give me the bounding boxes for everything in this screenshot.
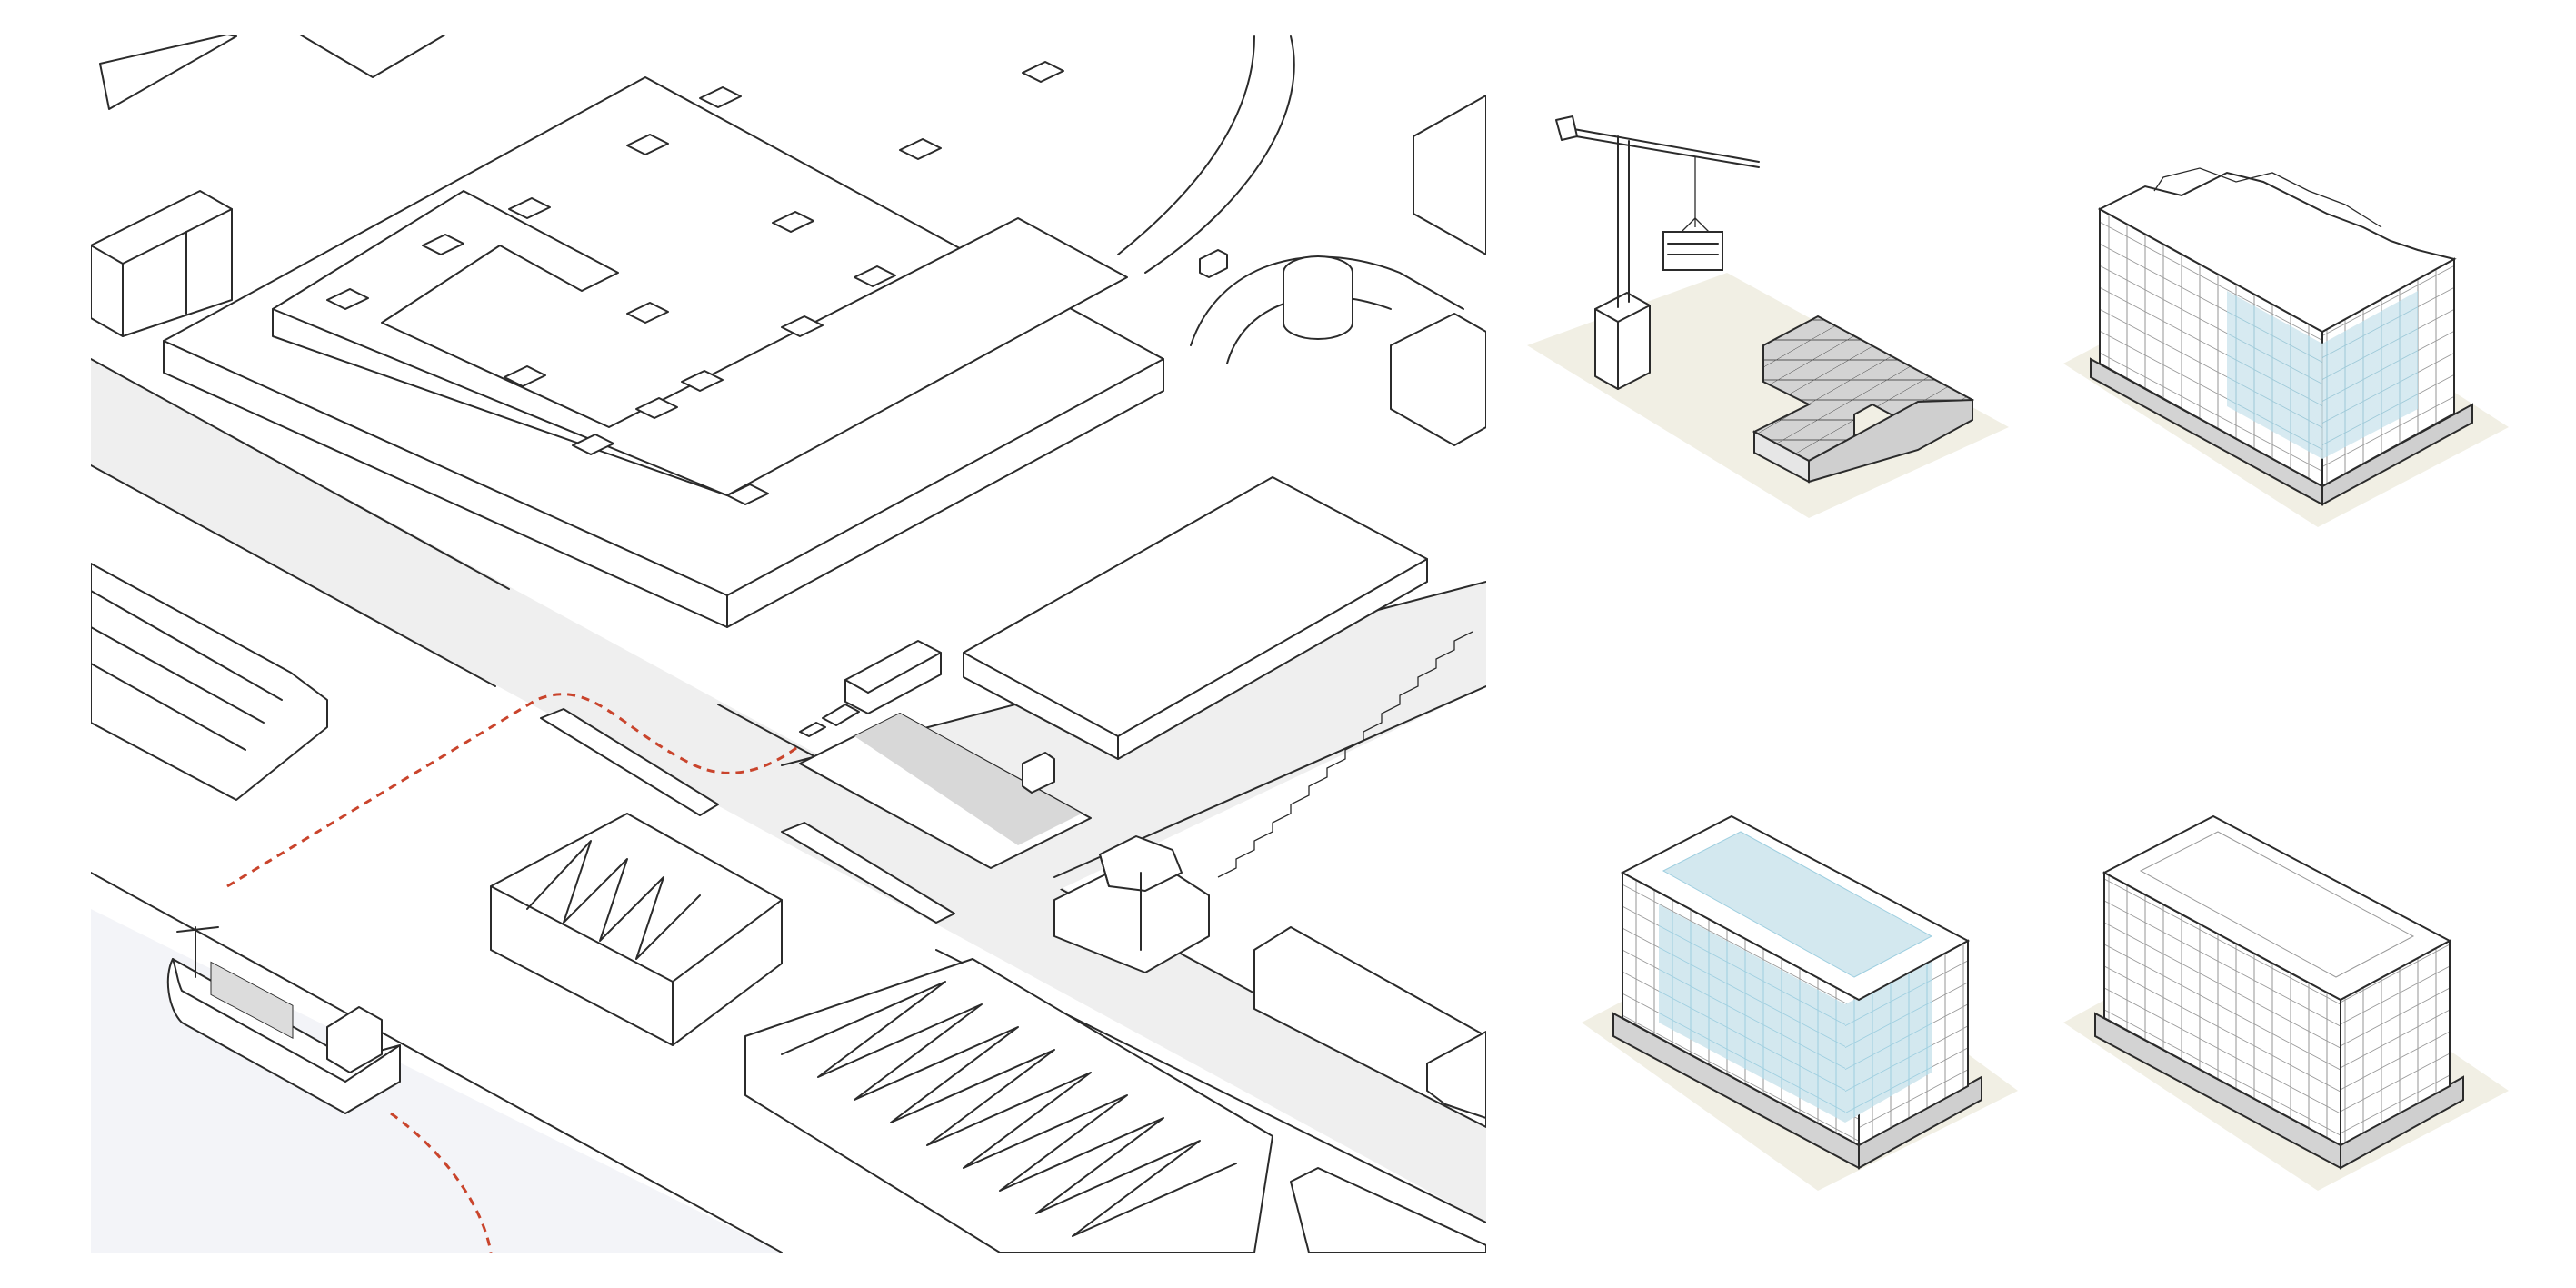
- left-warehouse: [91, 563, 328, 801]
- sawtooth-hall-1: [490, 813, 783, 1046]
- sawtooth-hall-2: [744, 958, 1273, 1253]
- building-top-right: [1413, 95, 1486, 255]
- warehouse: [963, 476, 1428, 760]
- site-plan: [91, 35, 1486, 1253]
- stage-2: [2063, 167, 2509, 527]
- building-top-left: [99, 35, 237, 110]
- stage-1: [1527, 115, 2009, 518]
- stairs: [1217, 631, 1473, 878]
- main-building: [163, 76, 1164, 628]
- truck[interactable]: [799, 640, 942, 737]
- hanging-module: [1662, 231, 1723, 271]
- ship[interactable]: [166, 926, 401, 1114]
- crane-icon: [1555, 115, 1760, 390]
- stage-3: [1582, 814, 2018, 1191]
- stage-4: [2063, 814, 2509, 1191]
- rooftop-units: [326, 61, 1064, 505]
- building-top: [299, 35, 446, 78]
- transport-route: [226, 693, 801, 888]
- ramp-and-silo: [1117, 35, 1486, 446]
- pavilion: [1053, 835, 1210, 973]
- quay-edge: [91, 872, 783, 1253]
- hatched-yard: [799, 713, 1092, 869]
- building-left-block: [91, 190, 233, 337]
